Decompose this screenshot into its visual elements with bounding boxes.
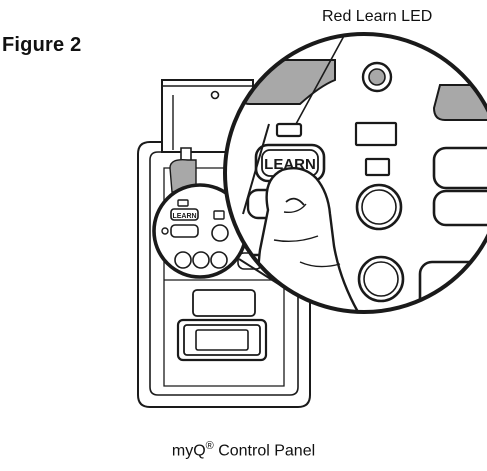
mag-screw-icon bbox=[361, 61, 393, 93]
small-square-button bbox=[213, 210, 225, 220]
mag-right-slot-2 bbox=[432, 189, 487, 227]
red-learn-led bbox=[275, 122, 303, 138]
connector-top bbox=[242, 123, 270, 215]
small-learn-button bbox=[170, 208, 199, 221]
mag-small-square bbox=[364, 157, 391, 177]
mag-round-button bbox=[355, 183, 403, 231]
caption-registered-mark: ® bbox=[205, 440, 214, 452]
magnified-view: LEARN bbox=[223, 32, 487, 314]
bottom-window bbox=[192, 289, 256, 317]
callout-pointer bbox=[295, 33, 346, 125]
red-learn-led-label: Red Learn LED bbox=[322, 8, 433, 25]
connector-bottom bbox=[238, 258, 289, 291]
small-round-button-4 bbox=[210, 251, 228, 269]
figure-title: Figure 2 bbox=[2, 34, 82, 56]
caption-suffix: Control Panel bbox=[213, 442, 316, 460]
large-push-button-inner bbox=[183, 324, 261, 356]
mag-upper-rect bbox=[354, 121, 398, 147]
mag-right-slot-1 bbox=[432, 146, 487, 190]
mag-round-button-lower bbox=[357, 255, 405, 303]
small-round-button-3 bbox=[192, 251, 210, 269]
figure-caption: myQ® Control Panel bbox=[0, 440, 487, 460]
flap-gray-wedge bbox=[169, 158, 197, 193]
small-round-button bbox=[211, 224, 229, 242]
mag-right-slot-3 bbox=[418, 260, 487, 312]
magnifier-ring bbox=[223, 32, 487, 314]
small-led-icon bbox=[177, 199, 189, 207]
small-left-dot bbox=[161, 227, 169, 235]
caption-main: myQ bbox=[171, 442, 206, 460]
large-push-button bbox=[176, 318, 268, 362]
small-learn-label: LEARN bbox=[172, 213, 196, 220]
mag-gray-region-right bbox=[432, 84, 487, 121]
small-round-button-2 bbox=[174, 251, 192, 269]
flap-screw-icon bbox=[210, 90, 220, 100]
small-rect-button bbox=[170, 224, 199, 238]
large-push-button-face bbox=[195, 329, 249, 351]
